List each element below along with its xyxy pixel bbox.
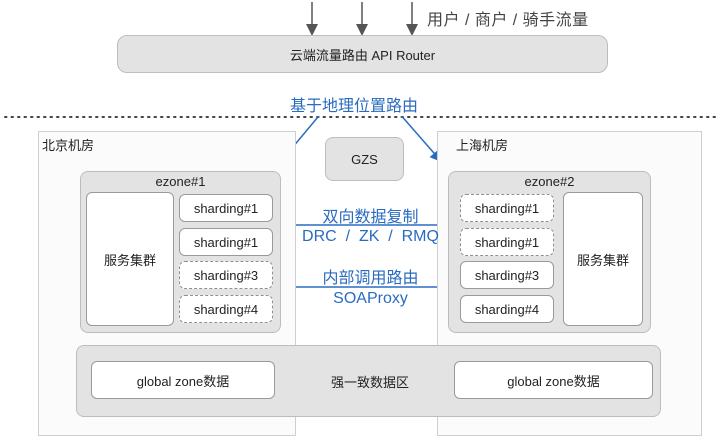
ezone2-service-cluster: 服务集群 (563, 192, 643, 326)
ezone2-shard-4: sharding#4 (460, 295, 554, 323)
gzs-label: GZS (351, 151, 378, 167)
global-zone-left: global zone数据 (91, 361, 275, 399)
geo-routing-label: 基于地理位置路由 (288, 92, 421, 116)
global-zone-title: 强一致数据区 (330, 375, 409, 390)
ezone1-title: ezone#1 (155, 174, 206, 189)
ezone1-shard-1: sharding#1 (179, 194, 273, 222)
gzs-box: GZS (325, 137, 404, 181)
internal-routing-title: 内部调用路由 (322, 270, 419, 287)
internal-routing-name: SOAProxy (333, 290, 408, 307)
api-router: 云端流量路由 API Router (117, 35, 608, 73)
ezone2-shard-3: sharding#3 (460, 261, 554, 289)
ezone1-shard-3: sharding#3 (179, 261, 273, 289)
traffic-source-label: 用户 / 商户 / 骑手流量 (427, 12, 589, 29)
replication-tools: DRC / ZK / RMQ (302, 228, 439, 245)
global-zone-right: global zone数据 (454, 361, 653, 399)
ezone2-title: ezone#2 (524, 174, 575, 189)
api-router-label: 云端流量路由 API Router (289, 47, 436, 63)
ezone1-shard-2: sharding#1 (179, 228, 273, 256)
ezone2-shard-2: sharding#1 (460, 228, 554, 256)
ezone1-service-cluster: 服务集群 (86, 192, 174, 326)
ezone2-shard-1: sharding#1 (460, 194, 554, 222)
ezone1-shard-4: sharding#4 (179, 295, 273, 323)
shanghai-room-title: 上海机房 (456, 138, 509, 153)
beijing-room-title: 北京机房 (42, 138, 95, 153)
replication-title: 双向数据复制 (322, 209, 419, 226)
